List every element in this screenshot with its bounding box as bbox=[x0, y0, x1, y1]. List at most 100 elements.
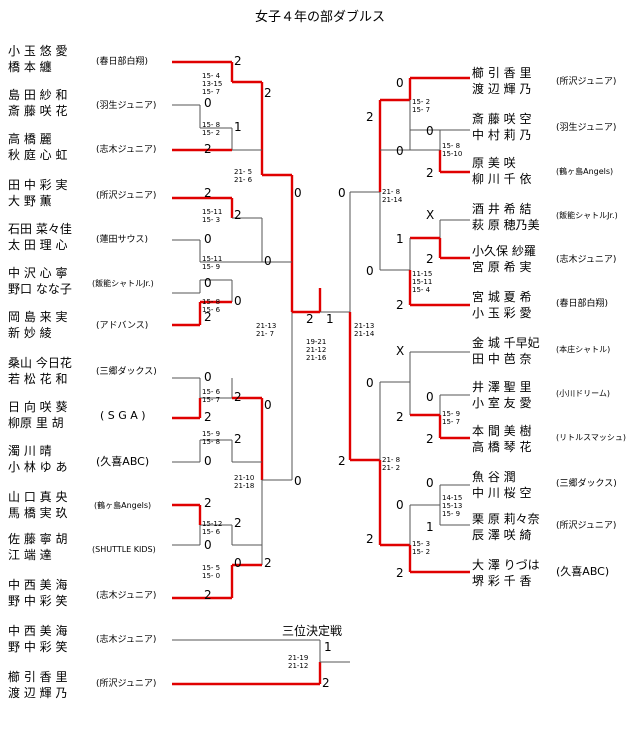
player-l1-club: (春日部白翔) bbox=[96, 57, 149, 67]
score-l-r1i: 15- 5 15- 0 bbox=[202, 564, 221, 580]
result-mark: 2 bbox=[306, 312, 314, 326]
player-l5-name1: 石田 菜々佳 bbox=[8, 222, 72, 236]
player-r10-name1: 魚 谷 潤 bbox=[472, 470, 516, 484]
player-r5-name2: 宮 原 希 実 bbox=[472, 260, 532, 274]
player-l9-name1: 日 向 咲 葵 bbox=[8, 400, 68, 414]
result-mark: 0 bbox=[426, 124, 434, 138]
player-l9-club: ( S G A ) bbox=[100, 409, 146, 422]
player-l6-club: (飯能シャトルJr.) bbox=[92, 279, 154, 288]
player-l12-name2: 江 端 達 bbox=[8, 548, 52, 562]
player-r2-club: (羽生ジュニア) bbox=[556, 123, 617, 133]
player-r2-name2: 中 村 莉 乃 bbox=[472, 128, 532, 142]
score-r-r1c: 11-15 15-11 15- 4 bbox=[412, 270, 433, 294]
player-l2-name2: 斎 藤 咲 花 bbox=[8, 104, 68, 118]
score-l-r3a: 21-13 21- 7 bbox=[256, 322, 277, 338]
player-tp2-name2: 渡 辺 輝 乃 bbox=[8, 686, 68, 700]
score-l-r2a: 21- 5 21- 6 bbox=[234, 168, 253, 184]
player-tp1-name2: 野 中 彩 笑 bbox=[8, 640, 68, 654]
score-r-r1d: 15- 9 15- 7 bbox=[442, 410, 461, 426]
player-r6-name2: 小 玉 彩 愛 bbox=[472, 306, 532, 320]
player-r12-name2: 堺 彩 千 香 bbox=[472, 574, 532, 588]
result-mark: 0 bbox=[426, 476, 434, 490]
score-r-r2b: 21- 8 21- 2 bbox=[382, 456, 401, 472]
player-l8-name2: 若 松 花 和 bbox=[8, 372, 68, 386]
result-mark: 0 bbox=[264, 254, 272, 268]
player-l5-club: (蓮田サウス) bbox=[96, 235, 149, 245]
result-mark: 2 bbox=[338, 454, 346, 468]
player-r9-club: (リトルスマッシュ) bbox=[556, 433, 627, 442]
result-mark: 2 bbox=[366, 110, 374, 124]
result-mark: 2 bbox=[426, 166, 434, 180]
result-mark: 2 bbox=[204, 496, 212, 510]
player-tp1-club: (志木ジュニア) bbox=[96, 635, 157, 645]
result-mark: 0 bbox=[396, 144, 404, 158]
result-mark: 0 bbox=[426, 390, 434, 404]
score-l-r2b: 21-10 21-18 bbox=[234, 474, 255, 490]
title: 女子４年の部ダブルス bbox=[254, 10, 385, 25]
player-r4-name1: 酒 井 希 結 bbox=[472, 202, 532, 216]
result-mark: 2 bbox=[234, 432, 242, 446]
player-l13-name2: 野 中 彩 笑 bbox=[8, 594, 68, 608]
player-l5-name2: 太 田 理 心 bbox=[8, 238, 68, 252]
third-place-label: 三位決定戦 bbox=[282, 624, 343, 638]
player-r11-club: (所沢ジュニア) bbox=[556, 521, 617, 531]
player-tp1-name1: 中 西 美 海 bbox=[8, 624, 68, 638]
result-mark: 0 bbox=[264, 398, 272, 412]
result-mark: 0 bbox=[294, 186, 302, 200]
player-l4-club: (所沢ジュニア) bbox=[96, 191, 157, 201]
player-r10-name2: 中 川 桜 空 bbox=[472, 486, 532, 500]
score-r-r2a: 21- 8 21-14 bbox=[382, 188, 403, 204]
result-mark: 2 bbox=[426, 252, 434, 266]
player-l6-name1: 中 沢 心 寧 bbox=[8, 266, 68, 280]
player-r1-name1: 櫛 引 香 里 bbox=[472, 66, 532, 80]
player-l7-club: (アドバンス) bbox=[96, 321, 149, 331]
result-mark: 2 bbox=[204, 310, 212, 324]
score-l-r1b: 15- 8 15- 2 bbox=[202, 121, 221, 137]
player-l8-club: (三郷ダックス) bbox=[96, 367, 157, 377]
player-r3-name2: 柳 川 千 依 bbox=[472, 172, 532, 186]
result-mark: 2 bbox=[204, 410, 212, 424]
player-r3-name1: 原 美 咲 bbox=[472, 156, 516, 170]
player-r4-club: (飯能シャトルJr.) bbox=[556, 211, 618, 220]
player-l3-name2: 秋 庭 心 虹 bbox=[8, 148, 68, 162]
result-mark: 2 bbox=[234, 516, 242, 530]
result-mark: 0 bbox=[234, 556, 242, 570]
score-r-r1f: 15- 3 15- 2 bbox=[412, 540, 431, 556]
result-mark: 2 bbox=[204, 186, 212, 200]
result-mark: 2 bbox=[204, 588, 212, 602]
result-mark: X bbox=[396, 344, 405, 358]
player-l4-name1: 田 中 彩 実 bbox=[8, 178, 68, 192]
result-mark: 1 bbox=[326, 312, 334, 326]
player-l12-club: (SHUTTLE KIDS) bbox=[92, 545, 156, 554]
player-r10-club: (三郷ダックス) bbox=[556, 479, 617, 489]
player-l10-club: (久喜ABC) bbox=[96, 455, 150, 468]
result-mark: 0 bbox=[366, 264, 374, 278]
score-r-r1b: 15- 8 15-10 bbox=[442, 142, 463, 158]
result-mark: X bbox=[426, 208, 435, 222]
player-r7-club: (本庄シャトル) bbox=[556, 345, 611, 354]
player-l13-club: (志木ジュニア) bbox=[96, 591, 157, 601]
player-r12-club: (久喜ABC) bbox=[556, 565, 610, 578]
result-mark: 2 bbox=[264, 556, 272, 570]
player-r4-name2: 萩 原 穂乃美 bbox=[472, 218, 540, 232]
result-mark: 2 bbox=[396, 298, 404, 312]
player-l11-club: (鶴ヶ島Angels) bbox=[94, 501, 152, 510]
result-mark: 2 bbox=[396, 410, 404, 424]
result-mark: 0 bbox=[234, 294, 242, 308]
player-l6-name2: 野口 なな子 bbox=[8, 282, 72, 296]
player-l1-name2: 橋 本 纏 bbox=[8, 60, 52, 74]
player-l3-name1: 高 橋 麗 bbox=[8, 132, 52, 146]
player-l2-name1: 島 田 紗 和 bbox=[8, 88, 68, 102]
result-mark: 0 bbox=[204, 276, 212, 290]
player-l12-name1: 佐 藤 寧 胡 bbox=[8, 532, 68, 546]
player-l4-name2: 大 野 薫 bbox=[8, 194, 52, 208]
result-mark: 0 bbox=[204, 232, 212, 246]
score-l-r1c: 15-11 15- 3 bbox=[202, 208, 223, 224]
result-mark: 2 bbox=[234, 208, 242, 222]
result-mark: 0 bbox=[366, 376, 374, 390]
player-r9-name1: 本 間 美 樹 bbox=[472, 424, 532, 438]
player-r2-name1: 斎 藤 咲 空 bbox=[472, 112, 532, 126]
result-mark: 0 bbox=[338, 186, 346, 200]
player-l3-club: (志木ジュニア) bbox=[96, 145, 157, 155]
player-r8-name2: 小 室 友 愛 bbox=[472, 396, 532, 410]
